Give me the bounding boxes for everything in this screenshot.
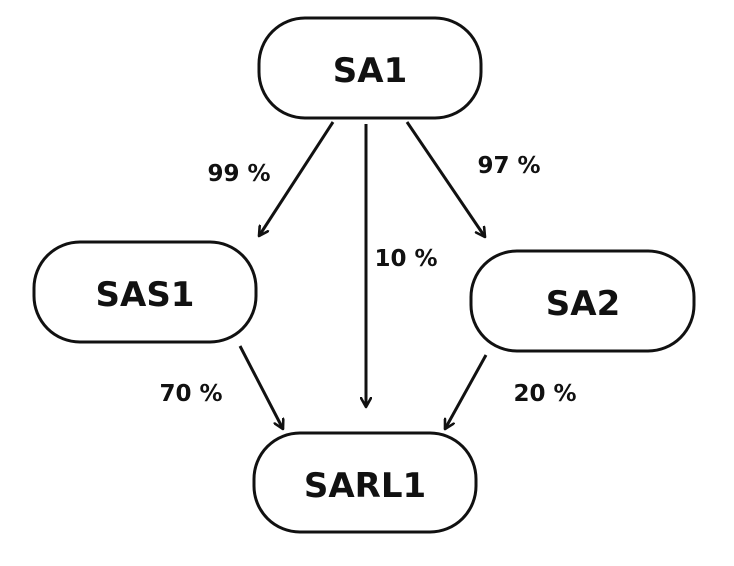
- node-sas1-label: SAS1: [96, 275, 195, 315]
- edge-label-sas1-sarl1: 70 %: [159, 381, 222, 407]
- node-sa1: SA1: [257, 16, 483, 120]
- node-sas1: SAS1: [32, 240, 258, 344]
- node-sarl1-label: SARL1: [304, 466, 426, 506]
- edge-label-sa1-sarl1: 10 %: [374, 246, 437, 272]
- edge-sa1-to-sas1: [259, 121, 335, 236]
- node-sa2-label: SA2: [546, 284, 620, 324]
- edge-label-sa1-sas1: 99 %: [207, 161, 270, 187]
- edge-sas1-to-sarl1: [238, 345, 283, 429]
- edge-sa2-to-sarl1: [443, 354, 488, 429]
- edge-label-sa1-sa2: 97 %: [477, 153, 540, 179]
- edge-sa1-to-sa2: [405, 121, 485, 237]
- node-sa1-label: SA1: [333, 51, 407, 91]
- node-sarl1: SARL1: [252, 431, 478, 534]
- node-sa2: SA2: [469, 249, 696, 353]
- edge-label-sa2-sarl1: 20 %: [513, 381, 576, 407]
